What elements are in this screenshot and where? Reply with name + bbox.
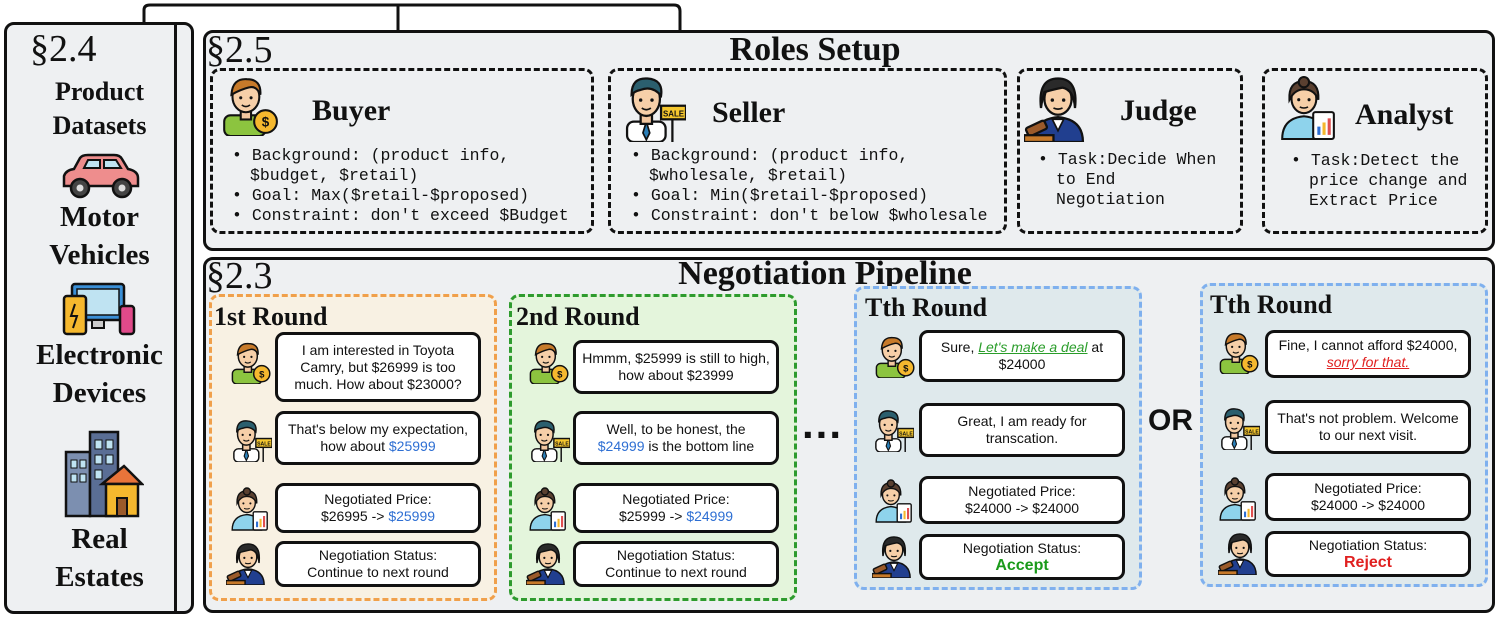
buyer-bullet-1: • Background: (product info, bbox=[232, 146, 510, 165]
round-2-status-box: Negotiation Status: Continue to next rou… bbox=[573, 541, 779, 587]
round-t-reject-seller-message: That's not problem. Welcome to our next … bbox=[1265, 400, 1471, 454]
round-t-reject-buyer-icon bbox=[1216, 330, 1260, 374]
round-1-status-box: Negotiation Status: Continue to next rou… bbox=[275, 541, 481, 587]
electronics-icon bbox=[62, 282, 136, 336]
round-1-price-box: Negotiated Price: $26995 -> $25999 bbox=[275, 483, 481, 533]
category-motor-vehicles-line1: Motor bbox=[60, 201, 139, 233]
category-real-estates-line1: Real bbox=[71, 523, 128, 555]
seller-bullet-3: • Constraint: don't below $wholesale bbox=[631, 206, 988, 225]
round-t-reject-judge-icon bbox=[1218, 531, 1262, 575]
round-t-accept-title: Tth Round bbox=[865, 293, 988, 322]
buyer-bullet-2: • Goal: Max($retail-$proposed) bbox=[232, 186, 530, 205]
round-1-analyst-icon bbox=[228, 486, 270, 532]
analyst-role-name: Analyst bbox=[1355, 98, 1454, 131]
round-t-reject-price-box: Negotiated Price: $24000 -> $24000 bbox=[1265, 473, 1471, 521]
datasets-title: Product Datasets bbox=[22, 75, 177, 143]
car-icon bbox=[62, 153, 140, 199]
round-t-reject-analyst-icon bbox=[1216, 476, 1258, 522]
round-1-judge-icon bbox=[226, 541, 270, 585]
judge-bullet-1: • Task:Decide When bbox=[1038, 150, 1217, 169]
round-t-accept-seller-icon bbox=[870, 408, 914, 452]
round-t-reject-buyer-message: Fine, I cannot afford $24000, sorry for … bbox=[1265, 330, 1471, 378]
round-2-title: 2nd Round bbox=[516, 302, 640, 331]
round-t-reject-title: Tth Round bbox=[1210, 290, 1333, 319]
analyst-bullet-1-cont: price change and bbox=[1309, 171, 1468, 190]
round-2-analyst-icon bbox=[526, 486, 568, 532]
seller-role-name: Seller bbox=[712, 96, 786, 129]
judge-role-name: Judge bbox=[1120, 94, 1197, 127]
datasets-title-line1: Product bbox=[54, 77, 145, 106]
round-2-price-box: Negotiated Price: $25999 -> $24999 bbox=[573, 483, 779, 533]
round-1-buyer-message: I am interested in Toyota Camry, but $26… bbox=[275, 332, 481, 402]
or-label: OR bbox=[1148, 404, 1193, 437]
judge-bullet-1-cont: to End bbox=[1056, 170, 1116, 189]
round-t-accept-buyer-icon bbox=[872, 334, 916, 378]
buyer-role-name: Buyer bbox=[312, 94, 391, 127]
round-1-seller-icon bbox=[228, 418, 272, 462]
analyst-role-bullets: • Task:Detect the price change and Extra… bbox=[1291, 151, 1467, 211]
round-t-accept-judge-icon bbox=[872, 534, 916, 578]
buyer-avatar-icon bbox=[218, 74, 280, 136]
category-electronic-devices-line2: Devices bbox=[52, 377, 147, 409]
seller-bullet-2: • Goal: Min($retail-$proposed) bbox=[631, 186, 929, 205]
seller-bullet-1-cont: $wholesale, $retail) bbox=[649, 166, 848, 185]
rounds-ellipsis: ... bbox=[802, 400, 844, 447]
round-t-reject-seller-icon bbox=[1216, 406, 1260, 450]
category-electronic-devices: Electronic Devices bbox=[22, 336, 177, 412]
round-2-buyer-message: Hmmm, $25999 is still to high, how about… bbox=[573, 340, 779, 394]
analyst-bullet-1-cont2: Extract Price bbox=[1309, 191, 1438, 210]
buildings-icon bbox=[64, 430, 144, 518]
analyst-avatar-icon bbox=[1276, 74, 1338, 142]
pipeline-title: Negotiation Pipeline bbox=[678, 255, 972, 292]
pipeline-section-number: §2.3 bbox=[206, 255, 273, 297]
datasets-title-line2: Datasets bbox=[52, 111, 147, 140]
round-t-reject-status-box: Negotiation Status: Reject bbox=[1265, 531, 1471, 577]
judge-role-bullets: • Task:Decide When to End Negotiation bbox=[1038, 150, 1216, 210]
analyst-role-card bbox=[1262, 68, 1488, 234]
round-t-accept-analyst-icon bbox=[872, 478, 914, 524]
round-1-title: 1st Round bbox=[214, 302, 328, 331]
round-2-seller-message: Well, to be honest, the $24999 is the bo… bbox=[573, 411, 779, 465]
status-accept-label: Accept bbox=[995, 557, 1049, 574]
round-t-accept-seller-message: Great, I am ready for transcation. bbox=[919, 403, 1125, 457]
seller-bullet-1: • Background: (product info, bbox=[631, 146, 909, 165]
status-reject-label: Reject bbox=[1343, 554, 1393, 571]
category-real-estates: Real Estates bbox=[22, 520, 177, 596]
analyst-bullet-1: • Task:Detect the bbox=[1291, 151, 1460, 170]
roles-section-number: §2.5 bbox=[206, 29, 273, 71]
seller-role-card bbox=[608, 68, 1007, 234]
judge-role-card bbox=[1017, 68, 1243, 234]
datasets-panel-divider bbox=[174, 24, 177, 612]
roles-title: Roles Setup bbox=[729, 31, 901, 68]
category-real-estates-line2: Estates bbox=[55, 561, 144, 593]
judge-avatar-icon bbox=[1024, 74, 1092, 142]
roles-panel bbox=[203, 30, 1495, 251]
round-2-seller-icon bbox=[526, 418, 570, 462]
round-t-accept-price-box: Negotiated Price: $24000 -> $24000 bbox=[919, 476, 1125, 524]
category-electronic-devices-line1: Electronic bbox=[36, 339, 163, 371]
round-t-accept-buyer-message: Sure, Let's make a deal at $24000 bbox=[919, 330, 1125, 382]
judge-bullet-1-cont2: Negotiation bbox=[1056, 190, 1165, 209]
category-motor-vehicles-line2: Vehicles bbox=[49, 239, 150, 271]
buyer-role-card bbox=[210, 68, 594, 234]
category-motor-vehicles: Motor Vehicles bbox=[22, 198, 177, 274]
seller-role-bullets: • Background: (product info, $wholesale,… bbox=[631, 146, 987, 226]
buyer-bullet-3: • Constraint: don't exceed $Budget bbox=[232, 206, 569, 225]
seller-avatar-icon bbox=[618, 74, 686, 142]
buyer-role-bullets: • Background: (product info, $budget, $r… bbox=[232, 146, 569, 226]
round-1-seller-message: That's below my expectation, how about $… bbox=[275, 411, 481, 465]
round-t-accept-status-box: Negotiation Status: Accept bbox=[919, 534, 1125, 580]
buyer-bullet-1-cont: $budget, $retail) bbox=[250, 166, 419, 185]
round-1-buyer-icon bbox=[228, 340, 272, 384]
round-2-buyer-icon bbox=[526, 340, 570, 384]
round-2-judge-icon bbox=[526, 541, 570, 585]
datasets-section-number: §2.4 bbox=[30, 28, 97, 70]
